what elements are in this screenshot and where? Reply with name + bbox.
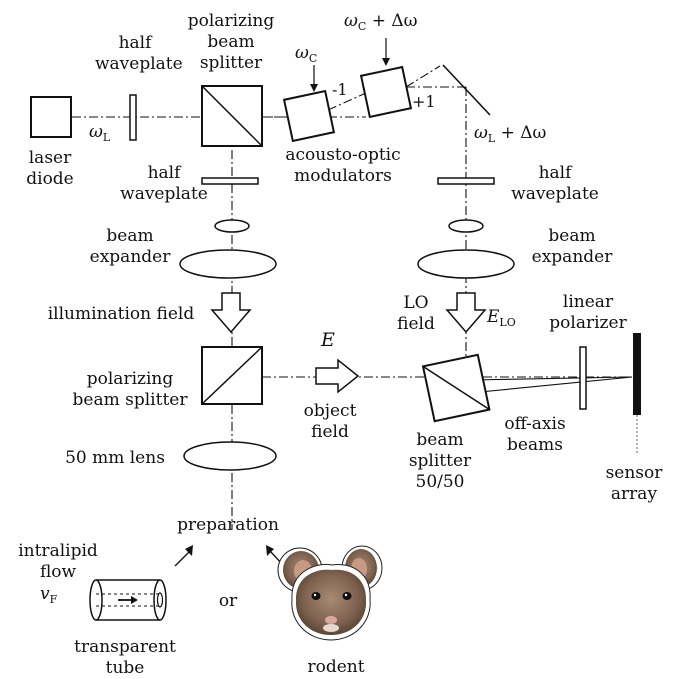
or-label: or [218,591,238,611]
illumination-arrow-icon [210,292,252,334]
linear-polarizer-label: linear polarizer [549,292,627,333]
sensor-array-label: sensor array [605,463,663,504]
lens-50mm-icon [183,441,277,471]
omega-l-label: ωL [89,122,111,144]
half-waveplate-3-icon [437,177,495,185]
v-f-label: vF [40,584,58,606]
transparent-tube-label: transparent tube [74,637,176,678]
half-waveplate-1-label: half waveplate [95,33,183,74]
laser-diode-label: laser diode [26,148,74,189]
intralipid-flow-label: intralipid flow [18,541,98,582]
illumination-field-label: illumination field [47,304,195,324]
sensor-array-icon [633,333,641,415]
plus-one-label: +1 [412,92,436,111]
beam-expander-2-label: beam expander [531,226,613,267]
mirror-icon [442,64,491,116]
beam-expander-2-large-lens [417,249,515,279]
lens-50mm-label: 50 mm lens [65,448,165,468]
object-arrow-icon [315,358,360,394]
polarizing-beam-splitter-1-label: polarizing beam splitter [187,11,275,73]
preparation-label: preparation [177,515,279,535]
object-field-label: object field [303,401,357,442]
beam-aom-link [327,92,367,111]
e-label: E [321,329,335,351]
lo-arrow-icon [445,292,487,334]
acousto-optic-modulators-label: acousto-optic modulators [285,145,401,186]
omega-c-delta-label: ωC + Δω [344,11,418,33]
off-axis-beams-label: off-axis beams [504,414,566,455]
beam-expander-2-small-lens [448,219,484,233]
rodent-label: rodent [307,657,365,677]
beam-splitter-5050-label: beam splitter 50/50 [408,430,472,492]
transparent-tube-icon [89,579,167,621]
beam-aom-diverge [405,65,441,88]
beam-expander-1-label: beam expander [89,226,171,267]
aom-1-icon [282,89,336,143]
rodent-icon [277,545,383,641]
linear-polarizer-icon [579,346,587,410]
polarizing-beam-splitter-2-label: polarizing beam splitter [72,369,188,410]
beam-expander-1-small-lens [214,219,250,233]
e-lo-label: ELO [487,307,516,329]
half-waveplate-2-icon [201,177,259,185]
minus-one-label: -1 [332,80,348,99]
half-waveplate-1-icon [129,94,137,141]
omega-c-label: ωC [295,43,318,65]
off-axis-beam-1 [469,376,633,381]
half-waveplate-3-label: half waveplate [511,163,599,204]
off-axis-beam-2 [479,376,633,393]
beam-expander-1-large-lens [179,249,277,279]
half-waveplate-2-label: half waveplate [120,163,208,204]
aom-2-icon [359,65,413,119]
lo-field-label: LO field [397,293,435,334]
laser-diode-icon [30,96,72,138]
omega-l-delta-label: ωL + Δω [474,123,547,145]
